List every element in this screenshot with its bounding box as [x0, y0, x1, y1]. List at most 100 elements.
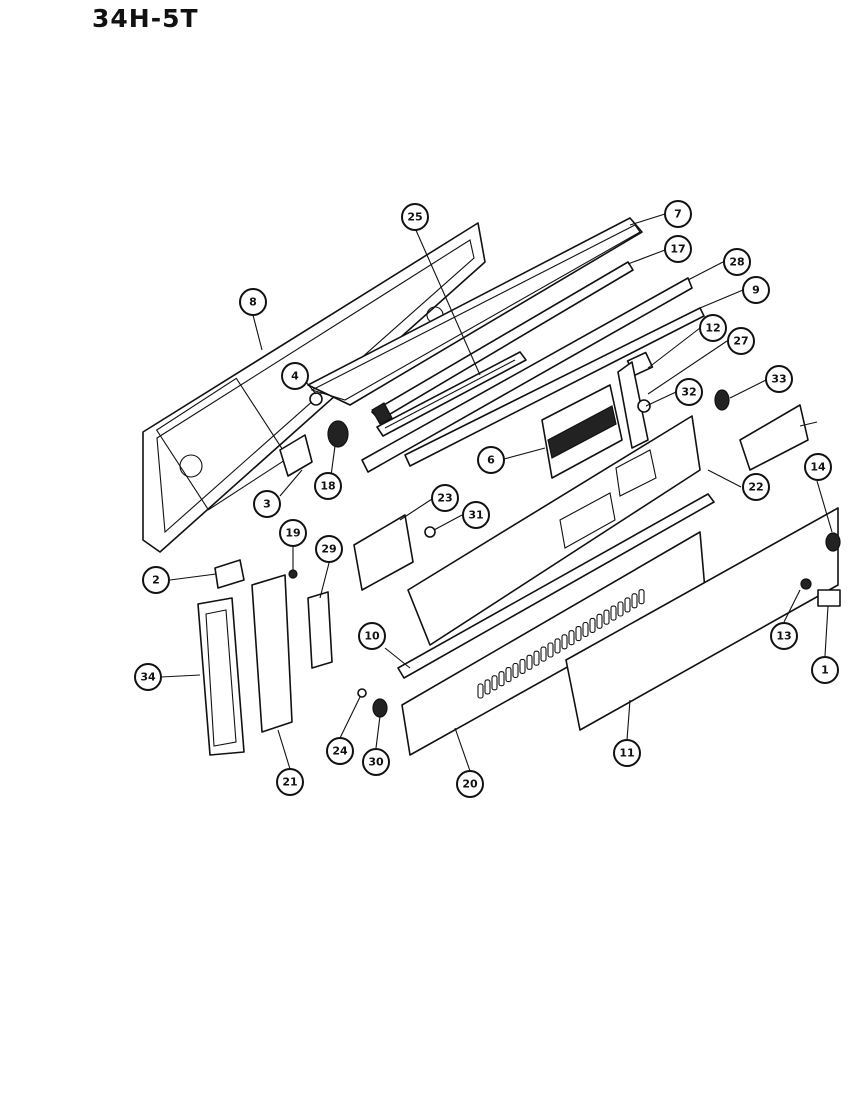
svg-text:13: 13 — [776, 630, 791, 643]
svg-text:1: 1 — [821, 664, 829, 677]
svg-text:12: 12 — [705, 322, 720, 335]
vent-slot — [631, 593, 638, 609]
vent-slot — [596, 613, 603, 629]
part-fastener — [288, 569, 298, 579]
part-bracket-upper — [361, 277, 693, 473]
callout-20: 20 — [456, 770, 484, 798]
callout-17: 17 — [664, 235, 692, 263]
svg-text:23: 23 — [437, 492, 452, 505]
part-knob-small — [372, 698, 388, 718]
callout-6: 6 — [477, 446, 505, 474]
callout-7: 7 — [664, 200, 692, 228]
svg-text:10: 10 — [364, 630, 380, 643]
svg-text:22: 22 — [748, 481, 763, 494]
callout-23: 23 — [431, 484, 459, 512]
vent-slot — [491, 675, 498, 691]
svg-text:17: 17 — [670, 243, 685, 256]
svg-text:8: 8 — [249, 296, 257, 309]
part-hinge-plate — [307, 591, 333, 669]
vent-slot — [617, 601, 624, 617]
leader-lines — [160, 213, 833, 772]
callout-29: 29 — [315, 535, 343, 563]
part-badge — [817, 589, 841, 607]
vent-slot — [568, 630, 575, 646]
callout-28: 28 — [723, 248, 751, 276]
svg-text:19: 19 — [285, 527, 300, 540]
vent-slot — [484, 679, 491, 695]
callout-2: 2 — [142, 566, 170, 594]
part-end-cap — [197, 597, 245, 756]
callout-25: 25 — [401, 203, 429, 231]
vent-slot — [533, 650, 540, 666]
svg-text:27: 27 — [733, 335, 748, 348]
svg-text:2: 2 — [152, 574, 160, 587]
part-tube — [371, 261, 634, 425]
callout-10: 10 — [358, 622, 386, 650]
vent-slot — [547, 642, 554, 658]
part-switch-mount — [617, 361, 649, 449]
callout-33: 33 — [765, 365, 793, 393]
callout-24: 24 — [326, 737, 354, 765]
callout-34: 34 — [134, 663, 162, 691]
callout-22: 22 — [742, 473, 770, 501]
vent-slots — [477, 589, 645, 699]
vent-slot — [540, 646, 547, 662]
part-knob — [327, 420, 349, 448]
part-small-board — [353, 514, 414, 591]
part-valve-knob — [714, 389, 730, 411]
part-screw-right — [800, 578, 812, 590]
svg-text:24: 24 — [332, 745, 348, 758]
callout-32: 32 — [675, 378, 703, 406]
svg-text:20: 20 — [462, 778, 478, 791]
vent-slot — [554, 638, 561, 654]
vent-slot — [589, 617, 596, 633]
vent-slot — [526, 654, 533, 670]
svg-text:29: 29 — [321, 543, 336, 556]
svg-text:14: 14 — [810, 461, 826, 474]
part-vent-strip — [376, 351, 527, 437]
vent-slot — [477, 683, 484, 699]
svg-text:32: 32 — [681, 386, 696, 399]
svg-text:31: 31 — [468, 509, 483, 522]
part-grommet — [309, 392, 323, 406]
svg-text:4: 4 — [291, 370, 299, 383]
model-title: 34H-5T — [92, 4, 199, 33]
part-small-switch — [637, 399, 651, 413]
callout-4: 4 — [281, 362, 309, 390]
part-small-bracket — [279, 434, 313, 477]
vent-slot — [638, 589, 645, 605]
part-right-bracket — [739, 404, 809, 471]
callout-3: 3 — [253, 490, 281, 518]
callout-11: 11 — [613, 739, 641, 767]
callout-1: 1 — [811, 656, 839, 684]
part-lower-trim — [397, 493, 715, 679]
svg-text:3: 3 — [263, 498, 271, 511]
part-bracket-lower — [404, 307, 705, 467]
svg-text:33: 33 — [771, 373, 786, 386]
svg-text:7: 7 — [674, 208, 682, 221]
callout-21: 21 — [276, 768, 304, 796]
part-knob-right — [825, 532, 841, 552]
svg-text:34: 34 — [140, 671, 156, 684]
vent-slot — [498, 671, 505, 687]
callout-12: 12 — [699, 314, 727, 342]
part-side-bracket — [251, 574, 293, 733]
part-control-panel — [407, 415, 701, 646]
part-top-trim — [307, 217, 643, 406]
callout-13: 13 — [770, 622, 798, 650]
callout-8: 8 — [239, 288, 267, 316]
callout-19: 19 — [279, 519, 307, 547]
part-nut — [357, 688, 367, 698]
part-clip — [214, 559, 245, 589]
vent-slot — [624, 597, 631, 613]
callout-14: 14 — [804, 453, 832, 481]
callout-18: 18 — [314, 472, 342, 500]
svg-text:30: 30 — [368, 756, 384, 769]
svg-text:11: 11 — [619, 747, 634, 760]
svg-text:6: 6 — [487, 454, 495, 467]
callout-9: 9 — [742, 276, 770, 304]
callout-27: 27 — [727, 327, 755, 355]
vent-slot — [505, 667, 512, 683]
